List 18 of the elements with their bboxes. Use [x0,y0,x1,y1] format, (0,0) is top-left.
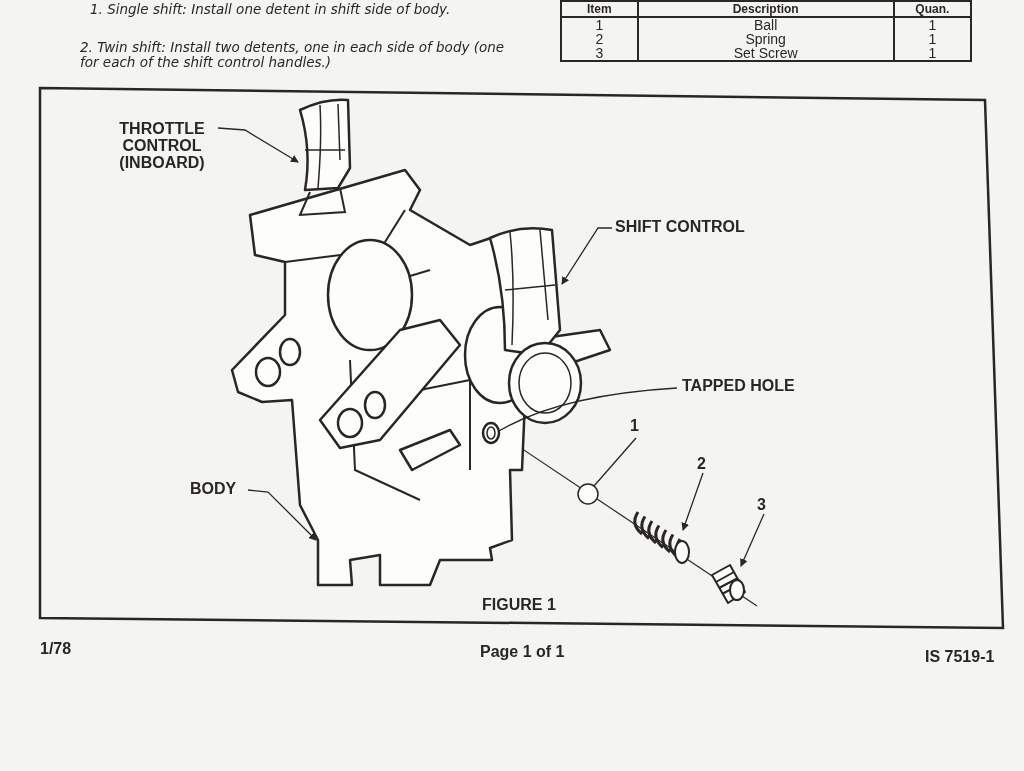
table-cell: Set Screw [637,46,894,61]
date-code: 1/78 [40,640,72,657]
instruction-text: 1. Single shift: Install one detent in shift side of body. [90,2,452,17]
table-cell: 2 [561,32,638,46]
table-cell: 1 [893,32,971,46]
page-number: Page 1 of 1 [480,643,565,660]
table-header: Item [561,1,638,17]
table-cell: Spring [637,32,894,46]
document-number: IS 7519-1 [925,648,995,665]
table-cell: Ball [637,17,894,32]
table-cell: 1 [893,17,971,32]
instruction-text: 2. Twin shift: Install two detents, one in each side of body (one for each of the shift control handles.) [80,40,506,70]
table-cell: 1 [561,17,638,32]
table-header: Quan. [893,1,971,17]
table-cell: 1 [893,46,971,61]
table-cell: 3 [561,46,638,61]
table-header: Description [637,1,894,17]
figure-caption: FIGURE 1 [482,596,556,613]
